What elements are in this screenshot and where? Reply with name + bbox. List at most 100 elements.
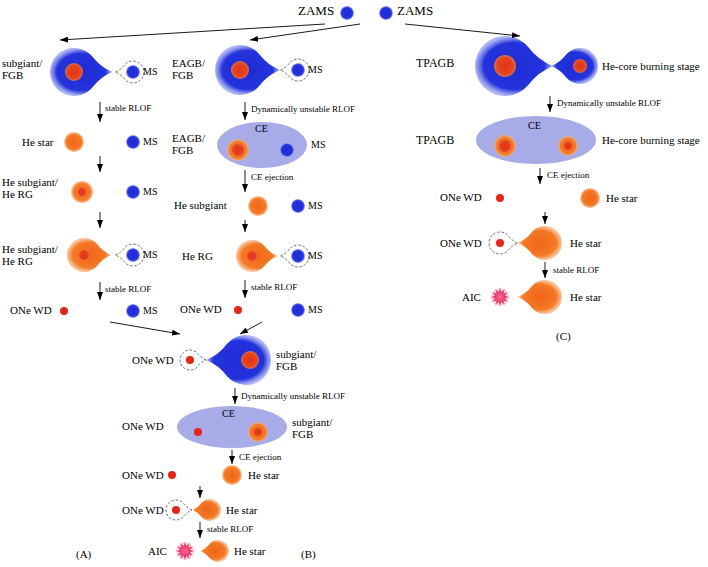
star-symbol: [558, 136, 578, 156]
star-symbol: [291, 249, 305, 263]
burst-glow: [491, 288, 509, 306]
star-symbol: [64, 132, 84, 152]
stage-label: subgiant/ FGB: [2, 57, 48, 81]
star-disc: [168, 471, 176, 479]
burst-star: [490, 287, 510, 307]
star-symbol: [206, 335, 271, 385]
star-disc: [231, 143, 245, 157]
stage-label: ONe WD: [440, 237, 482, 249]
roche-lobe: [180, 350, 206, 370]
star-disc: [126, 304, 140, 318]
evolution-stage: EAGB/ FGB CE MS: [170, 120, 330, 170]
roche-lobe: [215, 45, 280, 95]
stage-label: AIC: [462, 291, 481, 303]
star-symbol: [126, 65, 140, 79]
star-symbol: [168, 471, 176, 479]
evolution-arrow: [232, 450, 233, 464]
evolution-arrow: [100, 282, 101, 300]
roche-lobe: [280, 59, 309, 81]
stage-label: MS: [308, 64, 322, 75]
star-disc: [496, 239, 504, 247]
stage-label: subgiant/ FGB: [292, 416, 338, 440]
star-disc: [194, 428, 202, 436]
star-symbol: [248, 196, 268, 216]
star-symbol: [253, 427, 263, 437]
stage-label: He-core burning stage: [602, 60, 700, 72]
star-symbol: [65, 63, 83, 81]
star-symbol: [580, 188, 600, 208]
star-symbol: [518, 226, 562, 260]
star-symbol: [126, 304, 140, 318]
stage-label: ONe WD: [122, 420, 164, 432]
evolution-arrow: [100, 212, 101, 228]
star-symbol: [246, 250, 258, 262]
stage-label: MS: [308, 250, 322, 261]
evolution-arrow: [110, 322, 180, 334]
burst-star: [175, 541, 195, 561]
evolution-stage: ONe WDHe star: [410, 224, 706, 262]
evolution-stage: EAGB/ FGBMS: [170, 40, 330, 102]
evolution-arrow: [245, 280, 246, 298]
evolution-stage: ONe WDCEsubgiant/ FGB: [120, 404, 360, 450]
stage-label: He star: [22, 136, 53, 148]
star-symbol: [489, 232, 518, 254]
roche-lobe: [518, 280, 562, 314]
transfer-label: Dynamically unstable RLOF: [250, 105, 356, 115]
roche-lobe: [236, 240, 278, 272]
stage-label: He subgiant/ He RG: [2, 243, 62, 267]
star-disc: [60, 307, 68, 315]
evolution-arrow: [245, 170, 246, 192]
roche-lobe: [50, 48, 112, 96]
star-symbol: [166, 500, 192, 520]
evolution-arrow: [240, 322, 262, 334]
stage-label: TPAGB: [416, 134, 454, 147]
roche-lobe: [475, 36, 553, 96]
star-symbol: [291, 63, 305, 77]
evolution-arrow: [60, 24, 325, 40]
star-disc: [498, 139, 512, 153]
stage-label: MS: [311, 139, 325, 150]
stage-label: MS: [308, 304, 322, 315]
star-disc: [222, 465, 242, 485]
star-symbol: [67, 238, 111, 272]
star-disc: [280, 143, 294, 157]
roche-lobe: [200, 540, 229, 562]
stage-label: subgiant/ FGB: [276, 348, 322, 372]
star-disc: [126, 248, 140, 262]
envelope-ellipse: [217, 122, 307, 168]
star-symbol: [222, 465, 242, 485]
star-symbol: [280, 245, 309, 267]
stage-label: ZAMS: [298, 4, 334, 18]
star-symbol: [280, 143, 294, 157]
star-disc: [291, 303, 305, 317]
star-symbol: [78, 249, 90, 261]
star-disc: [78, 249, 90, 261]
star-symbol: [126, 135, 140, 149]
transfer-label: CE ejection: [546, 171, 590, 181]
star-disc: [496, 194, 504, 202]
evolution-stage: ONe WDHe star: [120, 498, 360, 522]
evolution-stage: AICHe star: [120, 538, 360, 564]
star-disc: [573, 59, 587, 73]
star-symbol: [379, 6, 393, 20]
roche-lobe: [518, 226, 562, 260]
stage-label: He subgiant/ He RG: [2, 176, 62, 200]
star-symbol: [291, 303, 305, 317]
star-disc: [241, 351, 259, 369]
evolution-arrow: [100, 102, 101, 122]
stage-label: ZAMS: [397, 4, 433, 18]
stage-label: MS: [143, 305, 157, 316]
stage-label: EAGB/ FGB: [172, 132, 212, 156]
common-envelope: [476, 116, 596, 164]
stage-label: ONe WD: [132, 354, 174, 366]
evolution-arrow: [545, 262, 546, 278]
star-symbol: [231, 61, 249, 79]
evolution-stage: subgiant/ FGBMS: [0, 40, 162, 102]
transfer-label: CE ejection: [250, 173, 294, 183]
stage-label: He star: [226, 504, 257, 516]
stage-label: CE: [255, 123, 268, 134]
transfer-label: stable RLOF: [104, 104, 152, 114]
evolution-arrow: [545, 212, 546, 224]
evolution-stage: ONe WD subgiant/ FGB: [130, 334, 330, 388]
